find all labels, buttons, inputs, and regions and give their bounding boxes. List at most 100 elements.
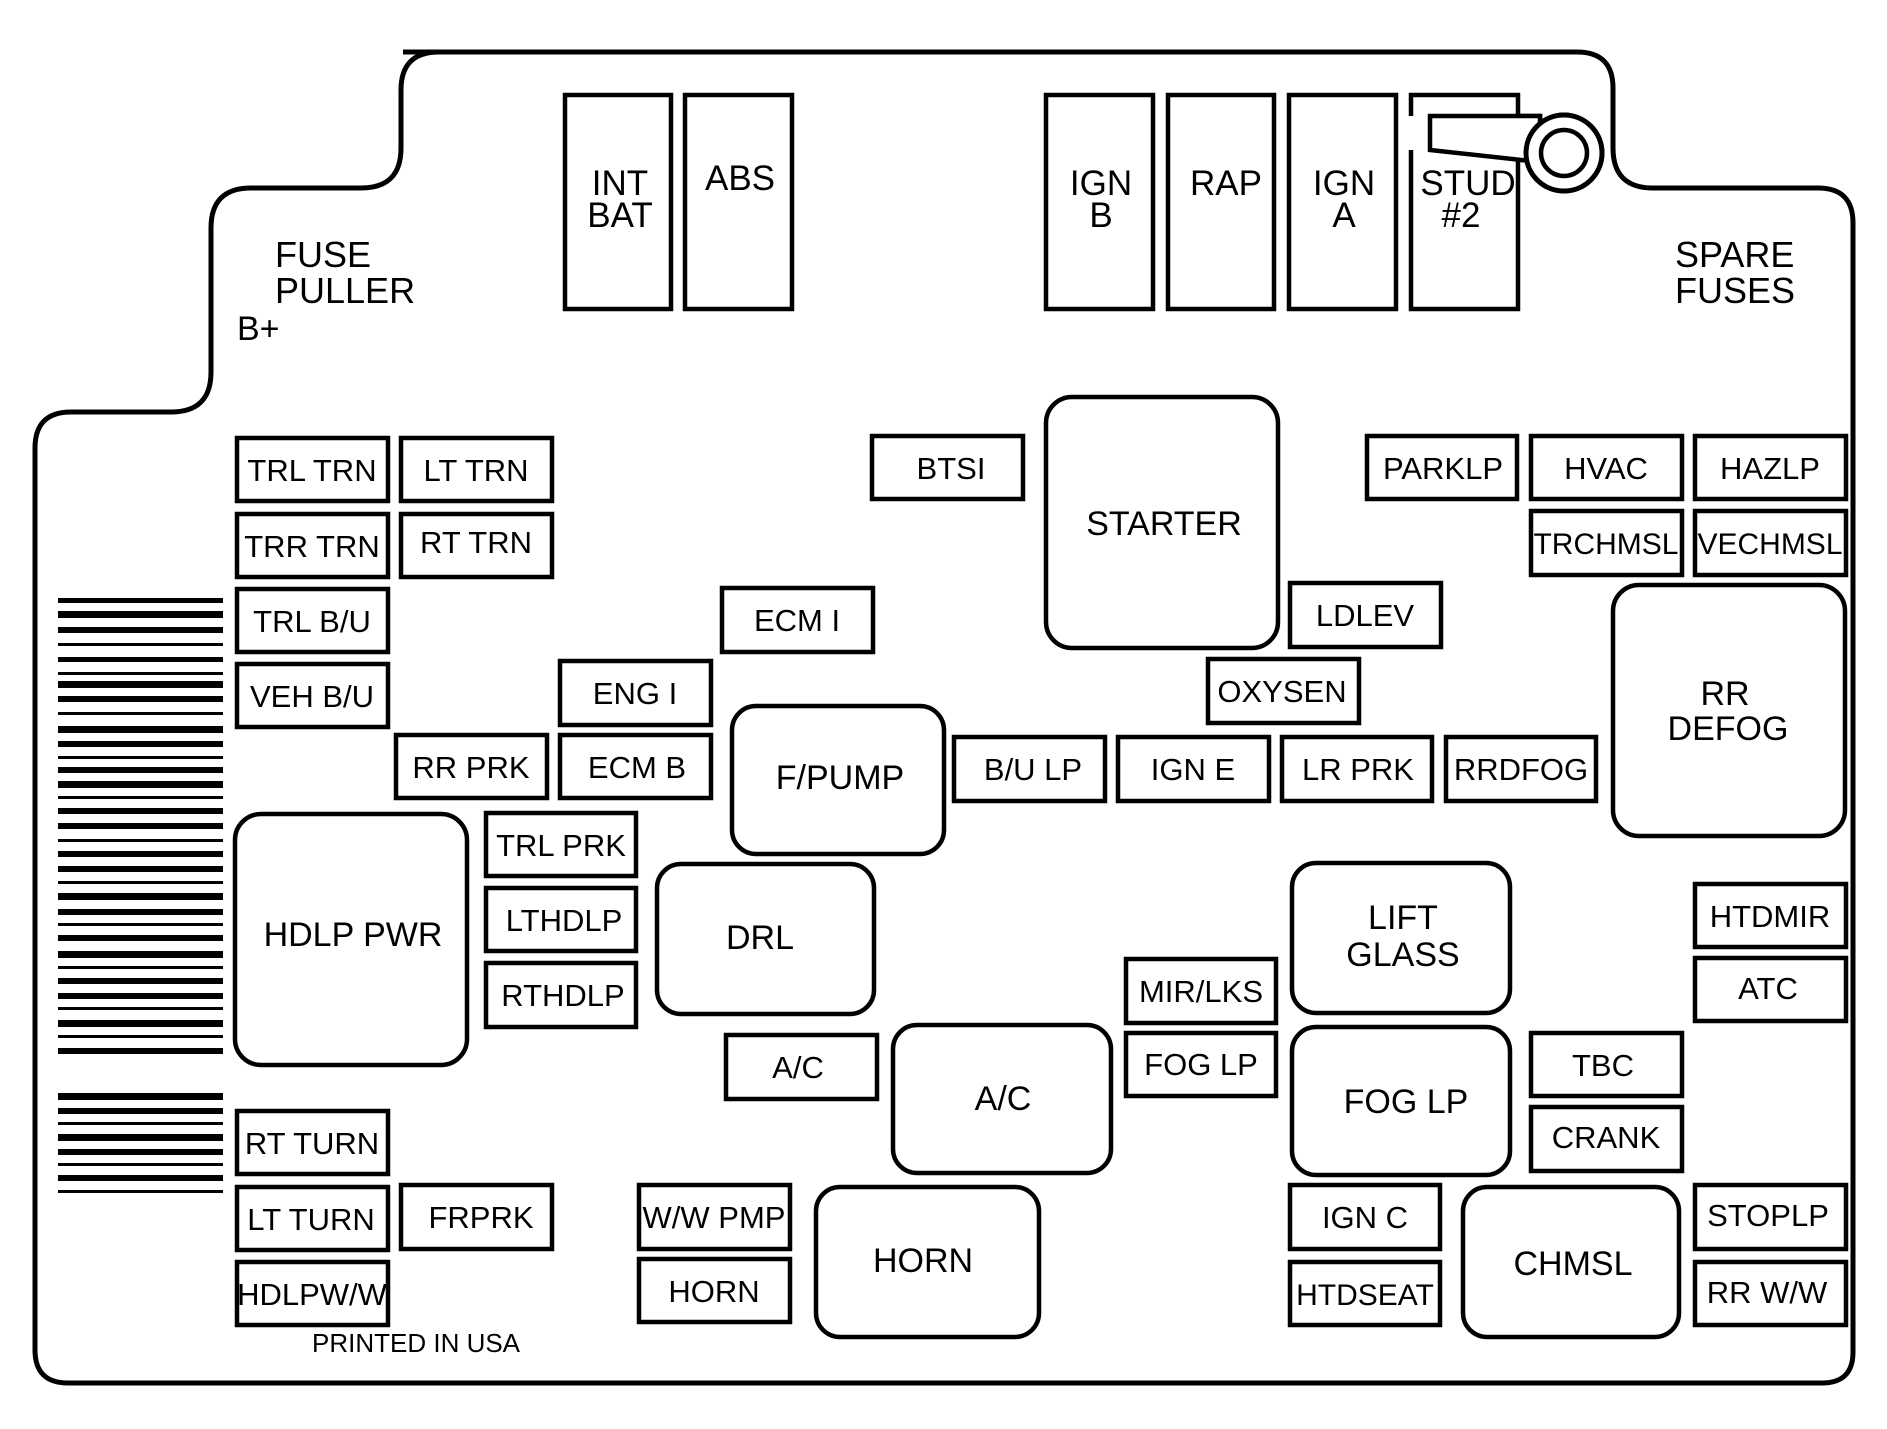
svg-text:DRL: DRL xyxy=(726,919,794,957)
svg-text:ABS: ABS xyxy=(705,159,775,198)
svg-text:LR PRK: LR PRK xyxy=(1302,752,1414,787)
fuse-ecm-i: ECM I xyxy=(719,585,876,655)
battery-positive-label: B+ xyxy=(237,310,280,348)
fuse-ldlev: LDLEV xyxy=(1287,580,1444,650)
fuse-oxysen: OXYSEN xyxy=(1205,656,1362,726)
fuse-fog-lp: FOG LP xyxy=(1123,1030,1279,1099)
relay-fog-lp: FOG LP xyxy=(1289,1024,1513,1178)
svg-text:TRL B/U: TRL B/U xyxy=(253,604,371,639)
fuse-block-outline xyxy=(32,49,1856,1386)
fuse-lt-turn: LT TURN xyxy=(234,1184,391,1253)
fuse-parklp: PARKLP xyxy=(1364,433,1520,502)
svg-text:MIR/LKS: MIR/LKS xyxy=(1139,974,1263,1009)
fuse-hdlpww: HDLPW/W xyxy=(234,1259,391,1328)
svg-text:CRANK: CRANK xyxy=(1552,1120,1661,1155)
svg-text:HDLP PWR: HDLP PWR xyxy=(264,916,443,954)
svg-text:OXYSEN: OXYSEN xyxy=(1217,674,1346,709)
svg-text:ENG I: ENG I xyxy=(593,676,677,711)
svg-text:ATC: ATC xyxy=(1738,971,1798,1006)
fuse-frprk: FRPRK xyxy=(398,1182,555,1252)
relay-f-pump: F/PUMP xyxy=(729,703,947,857)
fuse-tbc: TBC xyxy=(1528,1030,1685,1099)
fuse-horn: HORN xyxy=(636,1256,793,1325)
svg-text:A/C: A/C xyxy=(975,1080,1032,1118)
svg-text:ECM I: ECM I xyxy=(754,603,840,638)
svg-text:TRL PRK: TRL PRK xyxy=(496,828,626,863)
svg-text:RT TRN: RT TRN xyxy=(420,525,532,560)
svg-text:LTHDLP: LTHDLP xyxy=(506,903,623,938)
svg-text:STOPLP: STOPLP xyxy=(1707,1198,1829,1233)
fuse-abs: ABS xyxy=(682,92,795,312)
fuse-veh-bu: VEH B/U xyxy=(234,661,391,730)
svg-text:IGN E: IGN E xyxy=(1151,752,1235,787)
relay-ac: A/C xyxy=(890,1022,1114,1176)
fuse-stoplp: STOPLP xyxy=(1692,1182,1849,1252)
fuse-lt-trn: LT TRN xyxy=(398,435,555,504)
svg-text:HORN: HORN xyxy=(873,1242,973,1280)
relay-drl: DRL xyxy=(654,861,877,1017)
svg-text:STARTER: STARTER xyxy=(1086,505,1242,543)
svg-text:LT TURN: LT TURN xyxy=(247,1202,374,1237)
svg-text:HDLPW/W: HDLPW/W xyxy=(237,1277,388,1312)
svg-text:PARKLP: PARKLP xyxy=(1383,451,1503,486)
fuse-mir-lks: MIR/LKS xyxy=(1123,956,1279,1026)
svg-text:FOG LP: FOG LP xyxy=(1344,1083,1469,1121)
svg-text:RRDFOG: RRDFOG xyxy=(1454,752,1588,787)
svg-text:LDLEV: LDLEV xyxy=(1316,598,1415,633)
fuse-trl-trn: TRL TRN xyxy=(234,435,391,504)
svg-text:RR W/W: RR W/W xyxy=(1707,1275,1828,1310)
fuse-htdseat: HTDSEAT xyxy=(1287,1259,1443,1328)
relay-starter: STARTER xyxy=(1043,394,1281,651)
svg-text:HAZLP: HAZLP xyxy=(1720,451,1820,486)
fuse-rthdlp: RTHDLP xyxy=(483,960,639,1030)
relay-hdlp-pwr: HDLP PWR xyxy=(232,811,470,1068)
fuse-rt-trn: RT TRN xyxy=(398,511,555,580)
fuse-rr-prk: RR PRK xyxy=(393,732,550,801)
svg-text:HTDSEAT: HTDSEAT xyxy=(1296,1279,1434,1312)
spare-fuses-label: SPARE FUSES xyxy=(1675,234,1804,311)
fuse-trl-bu: TRL B/U xyxy=(234,586,391,655)
fuse-ign-c: IGN C xyxy=(1287,1182,1443,1252)
svg-text:FOG LP: FOG LP xyxy=(1144,1047,1258,1082)
fuse-htdmir: HTDMIR xyxy=(1692,881,1849,950)
fuse-vechmsl: VECHMSL xyxy=(1692,508,1849,578)
fuse-rap: RAP xyxy=(1165,92,1277,312)
svg-text:VEH B/U: VEH B/U xyxy=(250,679,374,714)
svg-text:HVAC: HVAC xyxy=(1564,451,1648,486)
fuse-rt-turn: RT TURN xyxy=(234,1108,391,1177)
fuse-hvac: HVAC xyxy=(1528,433,1685,502)
svg-text:VECHMSL: VECHMSL xyxy=(1697,528,1842,561)
fuse-rr-ww: RR W/W xyxy=(1692,1259,1849,1328)
svg-text:HORN: HORN xyxy=(668,1274,759,1309)
fuse-bu-lp: B/U LP xyxy=(951,734,1108,804)
fuse-lthdlp: LTHDLP xyxy=(483,885,639,954)
fuse-atc: ATC xyxy=(1692,955,1849,1024)
svg-text:FRPRK: FRPRK xyxy=(428,1200,533,1235)
svg-text:A/C: A/C xyxy=(772,1050,824,1085)
relay-chmsl: CHMSL xyxy=(1460,1184,1682,1340)
fuse-trchmsl: TRCHMSL xyxy=(1528,508,1685,578)
svg-text:BTSI: BTSI xyxy=(917,451,986,486)
fuse-crank: CRANK xyxy=(1528,1104,1685,1174)
fuse-trr-trn: TRR TRN xyxy=(234,511,391,580)
barcode xyxy=(58,598,223,1193)
svg-text:F/PUMP: F/PUMP xyxy=(776,759,904,797)
svg-text:HTDMIR: HTDMIR xyxy=(1710,899,1831,934)
svg-text:STUD#2: STUD#2 xyxy=(1420,164,1515,235)
svg-text:W/W PMP: W/W PMP xyxy=(643,1200,786,1235)
svg-text:RTHDLP: RTHDLP xyxy=(501,978,624,1013)
fuse-ign-e: IGN E xyxy=(1115,734,1272,804)
svg-text:ECM B: ECM B xyxy=(588,750,686,785)
printed-in-usa-label: PRINTED IN USA xyxy=(312,1328,521,1358)
svg-text:RAP: RAP xyxy=(1190,164,1262,203)
svg-text:TRCHMSL: TRCHMSL xyxy=(1533,528,1678,561)
